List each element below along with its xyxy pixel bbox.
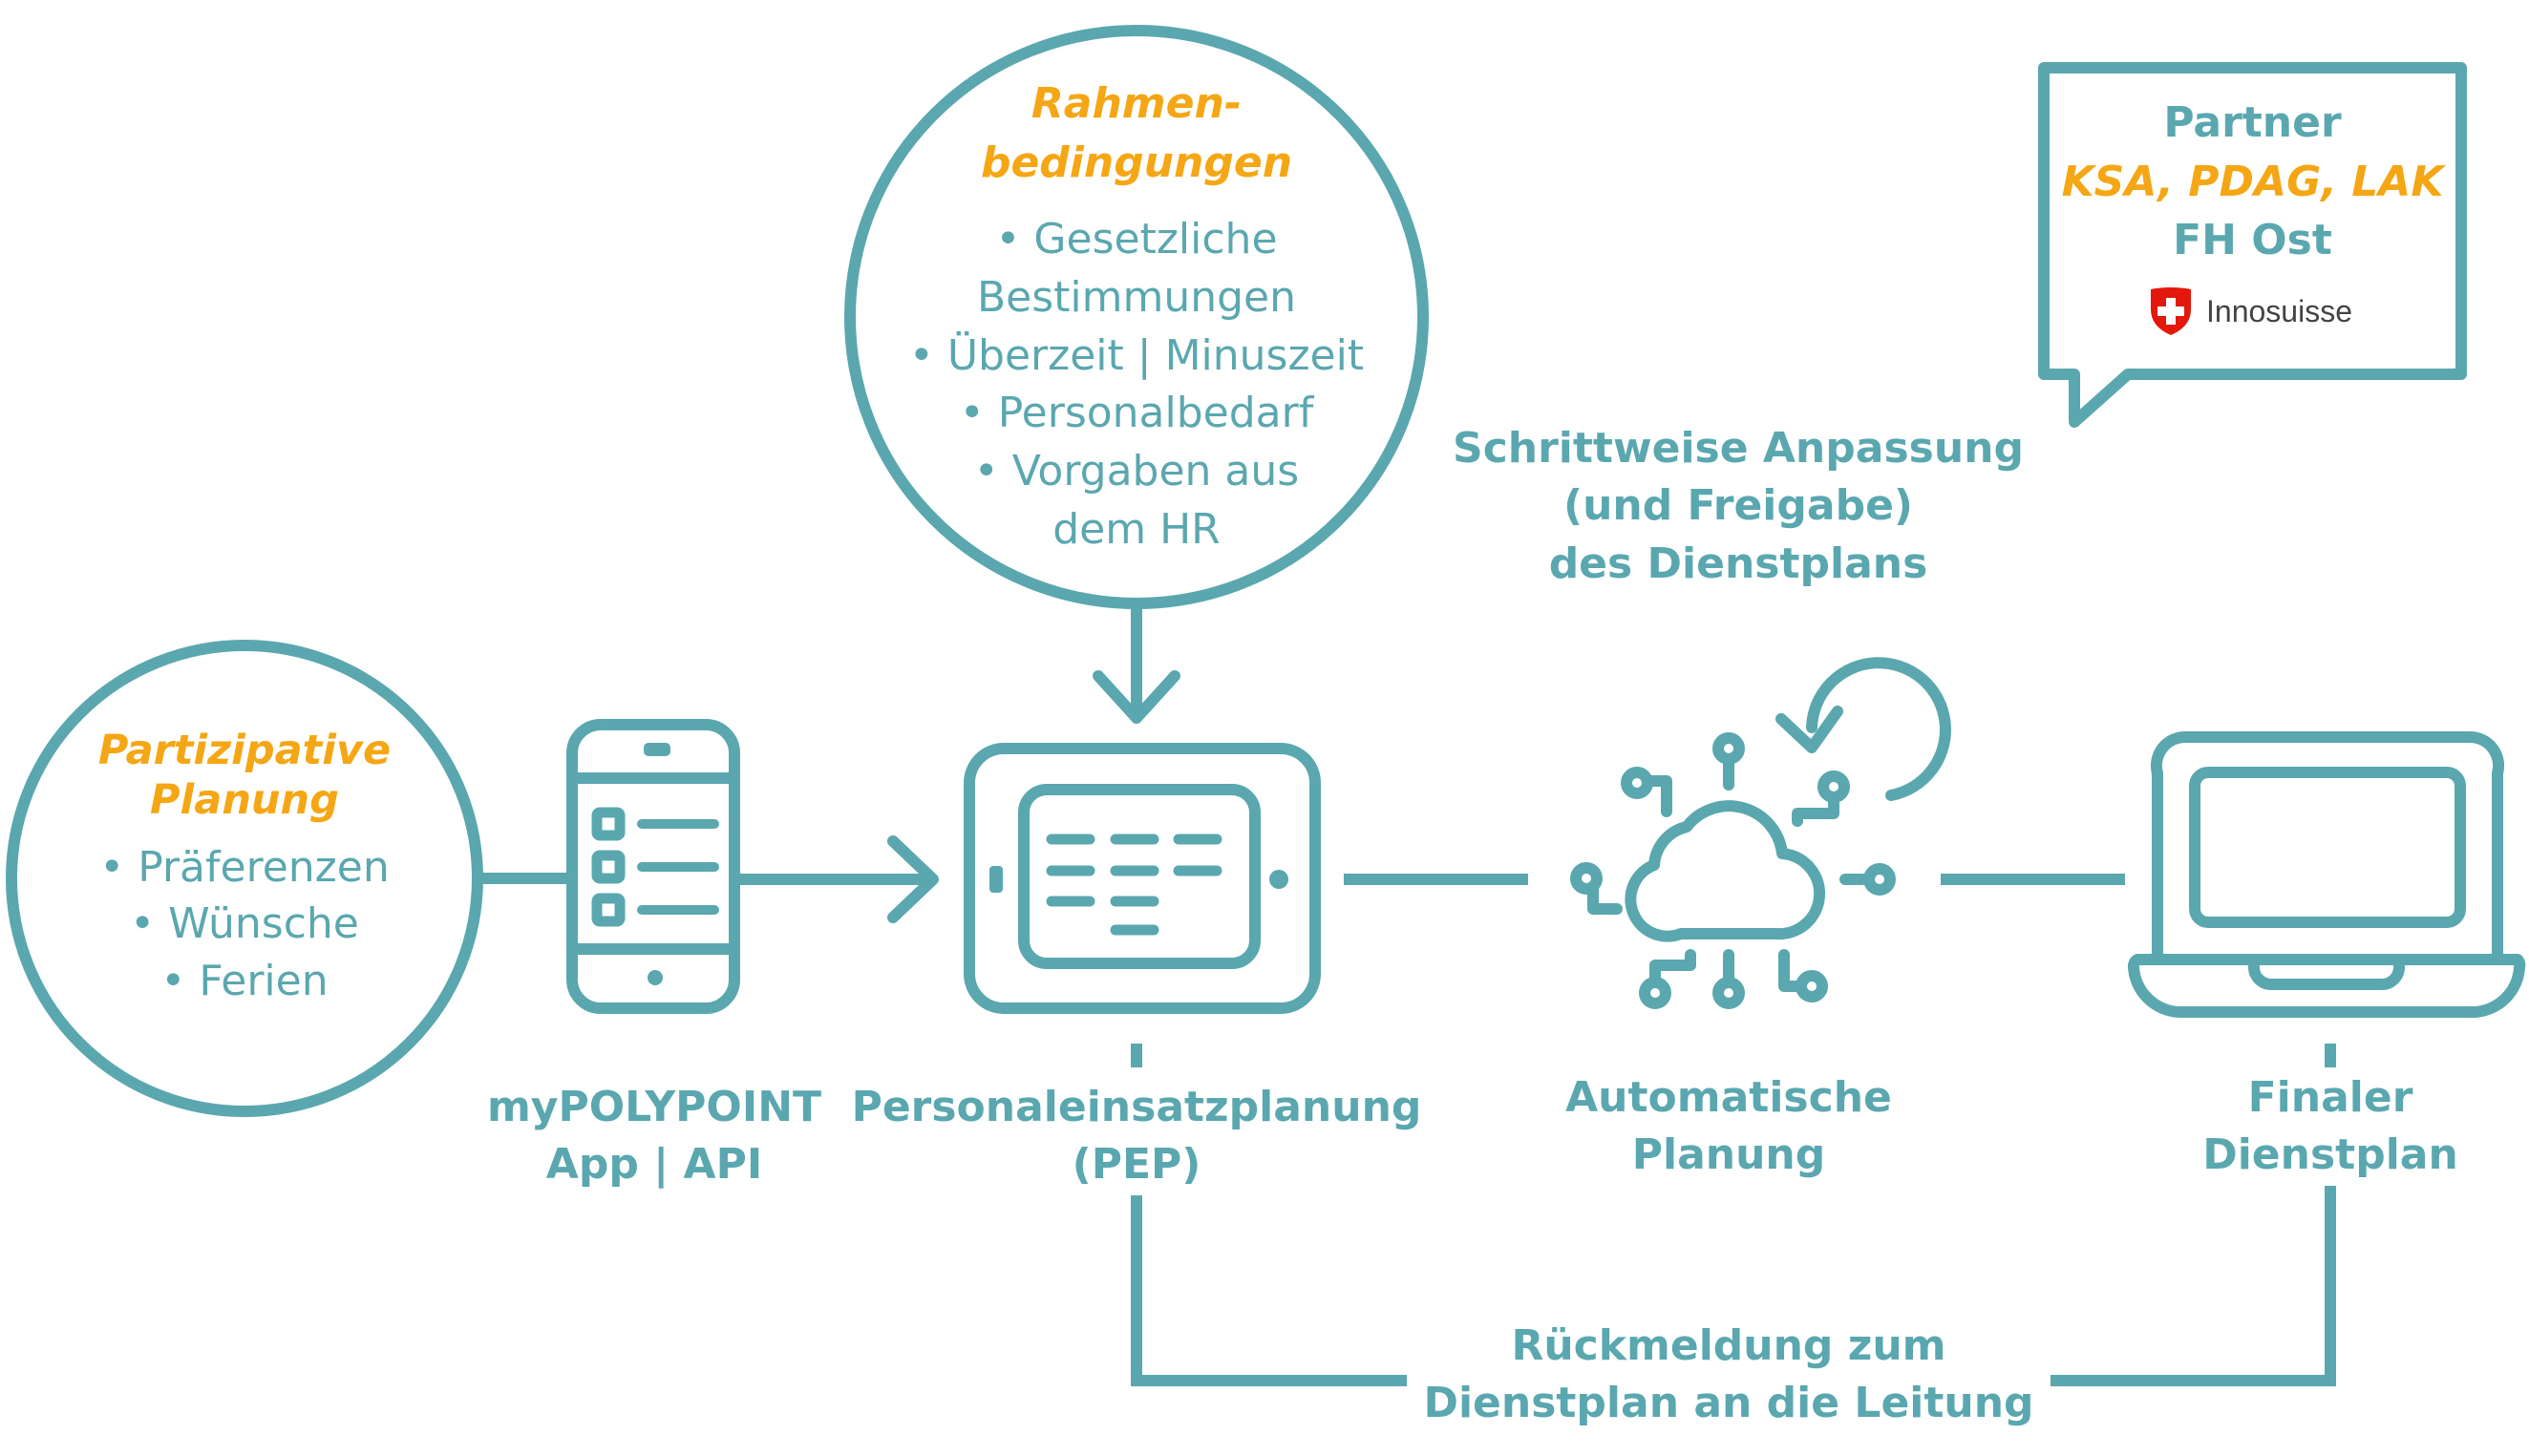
iteration-label-line: (und Freigabe): [1562, 481, 1914, 531]
participative-block: Partizipative Planung • Präferenzen • Wü…: [53, 726, 436, 1009]
feedback-label-line: Rückmeldung zum: [1511, 1321, 1946, 1370]
partner-institute: FH Ost: [2173, 216, 2332, 265]
feedback-line-right: [2051, 1186, 2336, 1386]
iteration-label-line: Schrittweise Anpassung: [1453, 424, 2024, 473]
partner-speech-bubble: [2038, 62, 2467, 428]
tablet-icon: [964, 743, 1321, 1014]
smartphone-icon: [566, 719, 740, 1014]
framework-item: • Personalbedarf: [959, 389, 1314, 438]
framework-item: dem HR: [1052, 504, 1221, 554]
framework-title-2: bedingungen: [980, 137, 1293, 187]
framework-item: • Vorgaben aus: [973, 447, 1300, 496]
iteration-arrow-icon: [1775, 657, 1951, 801]
partner-list: KSA, PDAG, LAK: [2061, 157, 2444, 206]
pep-label: Personaleinsatzplanung (PEP): [850, 1079, 1423, 1194]
framework-item: Bestimmungen: [976, 272, 1297, 322]
auto-label: Automatische Planung: [1538, 1069, 1920, 1185]
final-label-line: Finaler: [2247, 1073, 2413, 1122]
framework-block: Rahmen- bedingungen • Gesetzliche Bestim…: [869, 74, 1404, 559]
pep-label-line: Personaleinsatzplanung: [851, 1083, 1422, 1131]
final-label: Finaler Dienstplan: [2139, 1069, 2521, 1185]
feedback-label: Rückmeldung zum Dienstplan an die Leitun…: [1394, 1318, 2063, 1433]
innosuisse-logo: Innosuisse: [2149, 286, 2352, 336]
auto-label-line: Automatische: [1565, 1073, 1892, 1122]
arrow-right-icon: [740, 835, 939, 923]
framework-item: • Überzeit | Minuszeit: [908, 330, 1365, 380]
participative-item: • Wünsche: [130, 899, 359, 949]
feedback-label-line: Dienstplan an die Leitung: [1423, 1379, 2034, 1428]
iteration-label: Schrittweise Anpassung (und Freigabe) de…: [1413, 420, 2063, 593]
partner-block: Partner KSA, PDAG, LAK FH Ost: [2044, 94, 2461, 270]
final-label-line: Dienstplan: [2202, 1130, 2458, 1180]
app-label: myPOLYPOINT App | API: [463, 1079, 845, 1194]
framework-title-1: Rahmen-: [1031, 79, 1243, 128]
feedback-line-left: [1131, 1195, 1407, 1386]
swiss-shield-icon: [2151, 287, 2191, 335]
partner-label: Partner: [2163, 98, 2342, 147]
framework-item: • Gesetzliche: [995, 215, 1278, 264]
participative-item: • Präferenzen: [99, 842, 390, 892]
participative-title-2: Planung: [150, 776, 339, 825]
participative-title-1: Partizipative: [97, 727, 392, 774]
arrow-down-icon: [1093, 598, 1180, 724]
auto-label-line: Planung: [1631, 1130, 1826, 1180]
pep-label-line: (PEP): [1072, 1140, 1201, 1190]
app-label-line: App | API: [545, 1140, 763, 1190]
iteration-label-line: des Dienstplans: [1548, 538, 1928, 588]
cloud-ai-icon: [1570, 732, 1896, 1009]
participative-item: • Ferien: [160, 956, 329, 1005]
laptop-icon: [2127, 731, 2526, 1018]
innosuisse-label: Innosuisse: [2206, 293, 2352, 328]
app-label-line: myPOLYPOINT: [486, 1083, 822, 1131]
